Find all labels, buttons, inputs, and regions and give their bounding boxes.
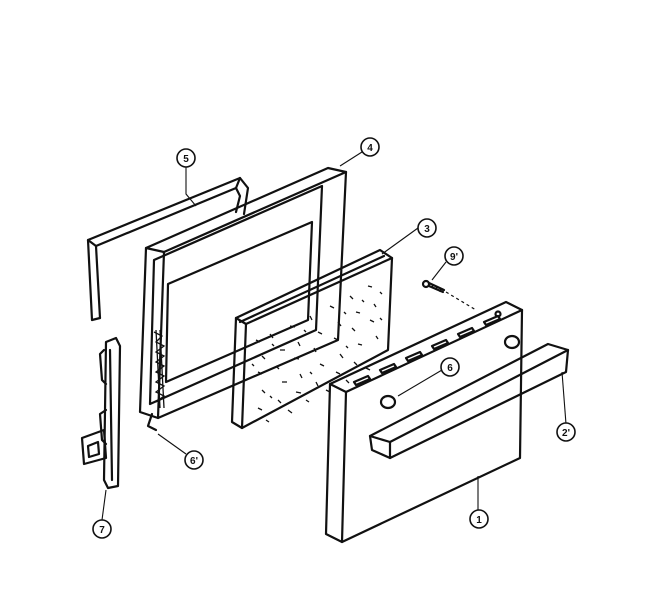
part-7-hinge — [80, 336, 122, 490]
svg-text:6: 6 — [447, 363, 453, 374]
handle-boss-right — [503, 334, 521, 350]
callout-5: 5 — [176, 148, 196, 168]
callout-1: 1 — [469, 509, 489, 529]
svg-text:7: 7 — [99, 525, 105, 536]
svg-text:9': 9' — [450, 252, 458, 263]
part-2-door-handle — [368, 342, 570, 460]
svg-text:1: 1 — [476, 515, 482, 526]
svg-text:6': 6' — [190, 456, 198, 467]
vent-slots — [352, 314, 502, 387]
part-1-outer-door-panel — [324, 300, 524, 544]
callout-4: 4 — [360, 137, 380, 157]
callout-9: 9' — [444, 246, 464, 266]
callout-7: 7 — [92, 519, 112, 539]
leader-lines — [101, 151, 567, 521]
svg-text:2': 2' — [562, 428, 570, 439]
part-5-door-gasket — [86, 176, 250, 322]
callout-3: 3 — [417, 218, 437, 238]
handle-boss-left — [379, 394, 397, 410]
callout-2: 2' — [556, 422, 576, 442]
part-3-insulation-panel — [230, 248, 394, 430]
callout-6: 6 — [440, 357, 460, 377]
insulation-texture — [251, 285, 383, 423]
screw-hole — [494, 310, 502, 318]
callout-6-prime: 6' — [184, 450, 204, 470]
part-9-screw — [421, 279, 477, 311]
svg-text:5: 5 — [183, 154, 189, 165]
svg-text:3: 3 — [424, 224, 430, 235]
svg-text:4: 4 — [367, 143, 373, 154]
